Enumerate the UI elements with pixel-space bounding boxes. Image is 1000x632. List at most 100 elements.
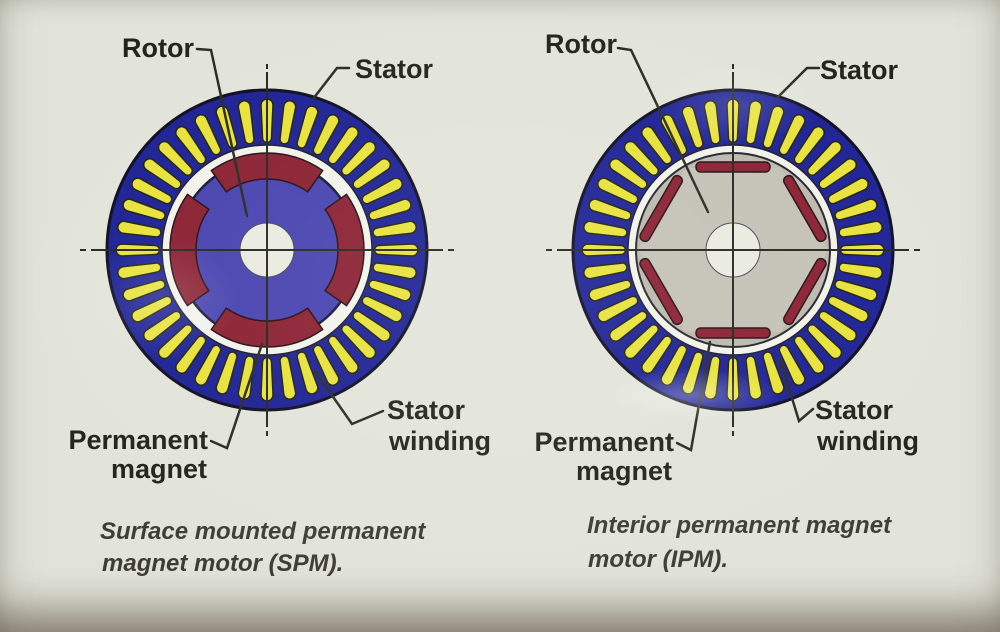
stator-winding-slot [194,114,222,156]
spm-stator-winding-leader-line [313,369,385,426]
stator-winding-slot [641,125,673,165]
stator-winding-slot [834,279,878,302]
ipm-motor-cross-section [546,64,920,436]
stator-winding-slot [806,140,843,177]
stator-winding-slot [623,323,660,360]
spm-stator-winding-label-line2: winding [388,426,491,456]
spm-stator-winding-label-line1: Stator [387,395,466,425]
stator-winding-slot [762,105,785,149]
stator-winding-slot [745,355,763,400]
stator-winding-slot [588,279,632,302]
stator-winding-slot [583,262,628,280]
stator-winding-slot [327,335,359,375]
stator-winding-slot [681,105,704,149]
stator-winding-slot [641,335,673,375]
stator-winding-slot [838,220,883,238]
spm-motor-cross-section [80,64,454,436]
stator-winding-slot [762,351,785,395]
ipm-caption-line2: motor (IPM). [588,546,728,573]
interior-magnet-bar [639,257,684,326]
stator-winding-slot [117,262,162,280]
stator-winding-slot [608,310,648,342]
stator-winding-slot [312,114,340,156]
spm-permanent-magnet-label-line1: Permanent [68,425,208,455]
stator-winding-slot [372,262,417,280]
ipm-caption-line1: Interior permanent magnet [587,512,892,539]
stator-winding-slot [279,355,297,400]
ipm-permanent-magnet-label-line1: Permanent [534,427,674,457]
stator-winding-slot [703,355,721,400]
spm-rotor-label: Rotor [122,33,194,63]
ipm-permanent-magnet-label-line2: magnet [576,456,672,486]
stator-winding-slot [368,279,412,302]
spm-rotor-leader-line [195,47,249,218]
stator-winding-slot [588,198,632,221]
stator-winding-slot [312,344,340,386]
stator-winding-slot [778,114,806,156]
stator-winding-slot [660,344,688,386]
stator-winding-slot [327,125,359,165]
stator-winding-slot [237,355,255,400]
stator-winding-slot [175,125,207,165]
stator-winding-slot [778,344,806,386]
stator-winding-slot [122,279,166,302]
ipm-permanent-magnet-leader-line [675,340,712,452]
stator-winding-slot [838,262,883,280]
stator-winding-slot [703,100,721,145]
stator-winding-slot [745,100,763,145]
stator-winding-slot [157,140,194,177]
ipm-stator-winding-leader-line [778,357,815,424]
ipm-stator-leader-line [776,66,821,99]
stator-winding-slot [361,295,403,323]
stator-winding-slot [194,344,222,386]
stator-winding-slot [827,295,869,323]
stator-winding-slot [340,140,377,177]
spm-stator-leader-line [311,66,351,101]
stator-winding-slot [608,158,648,190]
stator-winding-slot [117,220,162,238]
stator-winding-slot [352,310,392,342]
stator-winding-slot [818,158,858,190]
stator-winding-slot [215,351,238,395]
stator-winding-slot [368,198,412,221]
stator-winding-slot [583,220,628,238]
stator-winding-slot [361,177,403,205]
interior-magnet-bar [639,174,684,243]
interior-magnet-bar [782,257,827,326]
stator-winding-slot [131,295,173,323]
stator-winding-slot [296,105,319,149]
stator-winding-slot [142,310,182,342]
stator-winding-slot [279,100,297,145]
stator-winding-slot [834,198,878,221]
stator-winding-slot [818,310,858,342]
stator-winding-slot [623,140,660,177]
spm-stator-label: Stator [355,54,434,84]
ipm-stator-winding-label-line2: winding [816,426,919,456]
stator-winding-slot [372,220,417,238]
stator-winding-slot [175,335,207,375]
stator-winding-slot [352,158,392,190]
stator-winding-slot [793,125,825,165]
stator-winding-slot [142,158,182,190]
spm-permanent-magnet-label-line2: magnet [111,454,207,484]
stator-winding-slot [681,351,704,395]
ipm-rotor-leader-line [616,46,710,214]
stator-winding-slot [806,323,843,360]
stator-winding-slot [793,335,825,375]
stator-winding-slot [131,177,173,205]
spm-caption-line2: magnet motor (SPM). [102,550,343,577]
interior-magnet-bar [782,174,827,243]
stator-winding-slot [827,177,869,205]
stator-winding-slot [340,323,377,360]
stator-winding-slot [597,177,639,205]
stator-winding-slot [296,351,319,395]
spm-permanent-magnet-leader-line [209,342,264,450]
stator-winding-slot [122,198,166,221]
spm-caption-line1: Surface mounted permanent [100,518,426,545]
stator-winding-slot [157,323,194,360]
ipm-rotor-label: Rotor [545,29,617,59]
stator-winding-slot [237,100,255,145]
ipm-stator-label: Stator [820,55,899,85]
